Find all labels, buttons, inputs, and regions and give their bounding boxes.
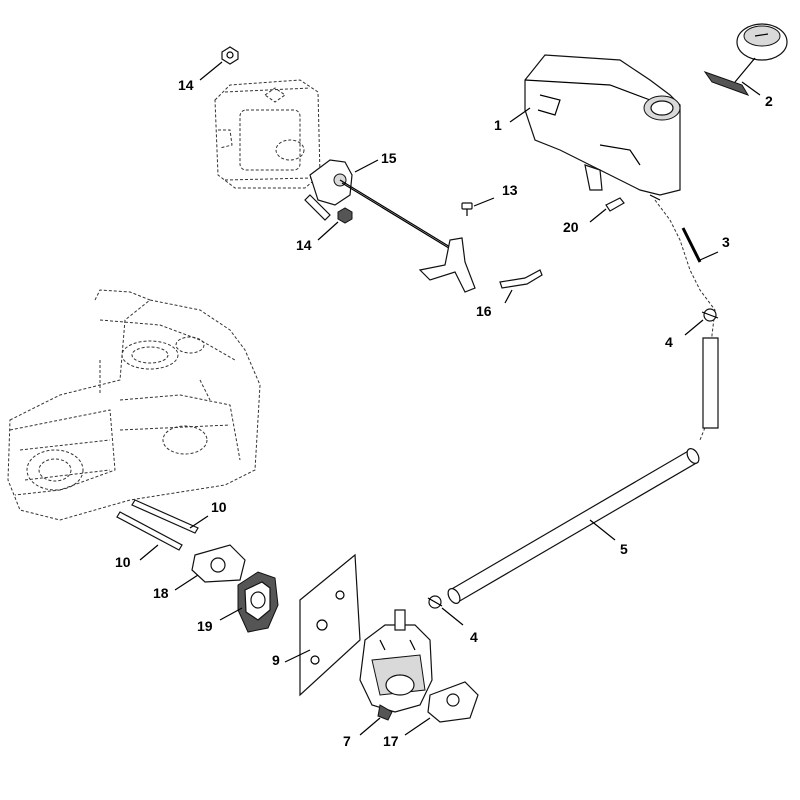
callout-10b: 10 [115,554,131,570]
screw-13 [461,197,495,216]
bracket [418,237,543,304]
fuel-tank [509,54,681,201]
callout-13: 13 [502,182,518,198]
nut-lower [317,207,353,241]
callout-5: 5 [620,541,628,557]
callout-20: 20 [563,219,579,235]
callout-18: 18 [153,585,169,601]
hose-clamp-upper [684,308,719,336]
engine-block [7,289,261,521]
studs [116,499,209,561]
callout-14b: 14 [296,237,312,253]
callout-7: 7 [343,733,351,749]
insulator-19 [219,571,279,633]
carburetor [359,609,433,736]
gasket-17 [404,681,479,736]
callout-9: 9 [272,652,280,668]
hose-clamp-lower [427,595,464,626]
callout-4a: 4 [665,334,673,350]
callout-2: 2 [765,93,773,109]
choke-lever-assembly [304,159,458,254]
fuel-hose [447,337,719,604]
callout-16: 16 [476,303,492,319]
air-filter-housing [214,79,321,189]
callout-17: 17 [383,733,399,749]
nut-top [199,46,239,81]
fuel-cap [703,23,788,96]
callout-14a: 14 [178,77,194,93]
callout-4b: 4 [470,629,478,645]
callout-15: 15 [381,150,397,166]
callout-19: 19 [197,618,213,634]
heat-shield-9 [284,553,361,697]
fuel-filter [681,227,719,263]
screw-20 [589,197,625,223]
callout-10a: 10 [211,499,227,515]
gasket-18 [174,544,246,591]
callout-1: 1 [494,117,502,133]
callout-3: 3 [722,234,730,250]
